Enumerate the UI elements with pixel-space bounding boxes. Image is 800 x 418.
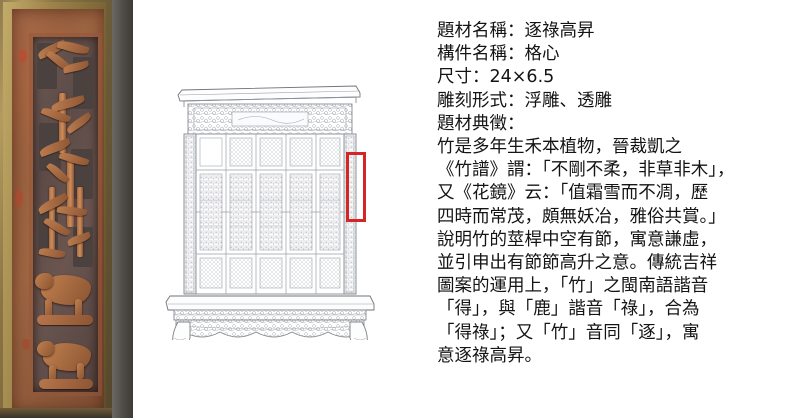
field-dimensions: 尺寸：24×6.5 [437, 67, 555, 88]
photo-background-shadow [112, 0, 133, 418]
artifact-info-panel: 題材名稱：逐祿高昇 構件名稱：格心 尺寸：24×6.5 雕刻形式：浮雕、透雕 題… [437, 20, 787, 368]
cabinet-upper-frieze [187, 103, 353, 135]
artifact-photograph [0, 0, 133, 418]
body-line: 並引申出有節節高升之意。傳統吉祥 [437, 253, 717, 274]
lacquer-speck [15, 189, 23, 207]
component-highlight-box [346, 152, 366, 222]
field-subject-symbolism-label: 題材典徵： [437, 113, 525, 134]
field-subject-name: 題材名稱：逐祿高昇 [437, 21, 595, 41]
body-line: 意逐祿高昇。 [437, 345, 542, 366]
cabinet-drawing-svg [165, 85, 375, 340]
field-component-name: 構件名稱：格心 [437, 44, 560, 65]
cabinet-apron [175, 319, 365, 338]
deer-leg [49, 365, 56, 381]
deer-leg [75, 299, 82, 317]
bamboo-stalk [77, 187, 83, 257]
bamboo-leaf [50, 95, 86, 112]
lacquer-speck [18, 49, 27, 63]
ground-rock [39, 379, 93, 389]
bamboo-leaf [56, 38, 90, 57]
bamboo-leaf [38, 246, 66, 260]
cabinet-panel-grid [195, 133, 345, 295]
cabinet-waist-band [173, 309, 367, 321]
deer-head [37, 341, 54, 356]
photo-bottom-edge [0, 408, 112, 418]
body-line: 「得祿」；又「竹」音同「逐」，寓 [437, 322, 700, 343]
subject-symbolism-body: 竹是多年生禾本植物，晉裁凱之 《竹譜》謂：「不剛不柔，非草非木」， 又《花鏡》云… [437, 136, 787, 368]
deer-leg [45, 299, 52, 317]
body-line: 「得」，與「鹿」諧音「祿」，合為 [437, 299, 700, 320]
field-carving-style: 雕刻形式：浮雕、透雕 [437, 90, 612, 111]
body-line: 說明竹的莖桿中空有節，寓意謙虛， [437, 229, 717, 250]
body-line: 《竹譜》謂：「不剛不柔，非草非木」， [437, 160, 735, 181]
body-line: 圖案的運用上，「竹」之閩南語諧音 [437, 276, 709, 297]
deer-head [35, 273, 53, 289]
cabinet-line-drawing [160, 60, 380, 340]
photo-frame-outer [0, 0, 112, 418]
cabinet-cornice [177, 85, 361, 107]
bamboo-stalk [59, 93, 66, 153]
bamboo-stalk [67, 157, 74, 227]
photo-frame-gilt [3, 2, 106, 416]
lacquer-speck [22, 339, 31, 350]
body-line: 四時而常茂，頗無妖冶，雅俗共賞。」 [437, 206, 726, 227]
panel-openwork-field [33, 37, 98, 392]
body-line: 又《花鏡》云：「值霜雪而不凋，歷 [437, 183, 709, 204]
cabinet-legs [172, 321, 368, 340]
carved-wood-surface [12, 9, 104, 412]
cabinet-tabletop [165, 295, 375, 311]
body-line: 竹是多年生禾本植物，晉裁凱之 [437, 137, 682, 158]
deer-leg [77, 363, 84, 379]
ground-rock [37, 315, 93, 325]
